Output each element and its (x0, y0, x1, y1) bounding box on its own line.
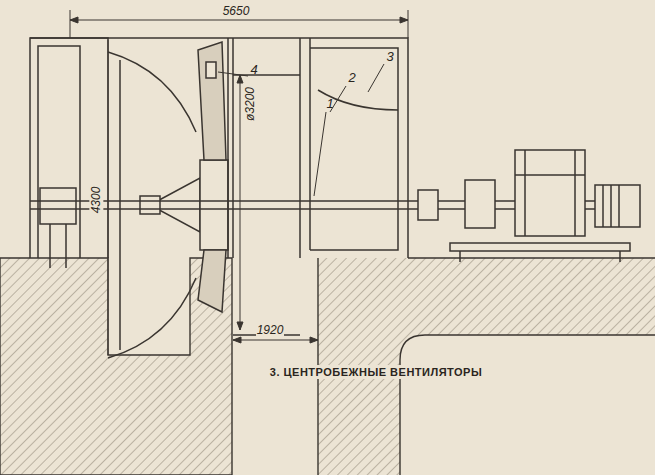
dimension-label: 4300 (89, 186, 103, 215)
dimension-label: ø3200 (243, 86, 257, 122)
fan-body (30, 38, 640, 358)
leader-lines (218, 64, 384, 196)
callout-number: 3 (385, 50, 394, 64)
dimension-label: 1920 (256, 323, 285, 337)
callout-number: 4 (249, 63, 258, 77)
dimension-label: 5650 (222, 4, 251, 18)
dimension-lines (70, 10, 408, 355)
callout-number: 1 (325, 97, 334, 111)
callout-number: 2 (347, 71, 356, 85)
ground (0, 258, 655, 475)
section-heading: 3. ЦЕНТРОБЕЖНЫЕ ВЕНТИЛЯТОРЫ (269, 365, 483, 379)
